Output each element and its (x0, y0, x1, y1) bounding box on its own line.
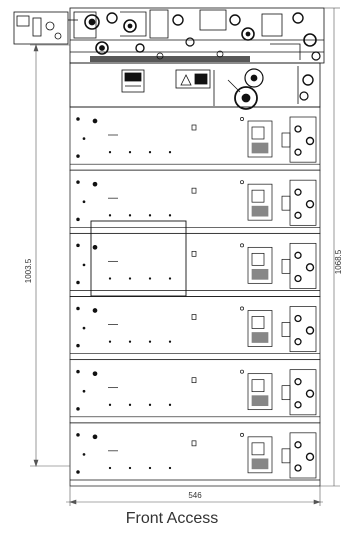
module-bay (69, 422, 321, 487)
dimension-height-left: 1003.5 (24, 258, 33, 283)
dimension-lines (30, 7, 340, 506)
caption: Front Access (125, 510, 219, 527)
module-bay (69, 296, 321, 361)
dimension-height-right: 1068.5 (334, 249, 343, 274)
module-bay (69, 359, 321, 424)
module-bay (69, 232, 321, 297)
module-stack (69, 106, 321, 487)
module-bay (69, 106, 321, 171)
module-bay (69, 169, 321, 234)
upper-section (69, 62, 321, 110)
top-mechanism (13, 7, 325, 64)
access-panel-outline (90, 220, 187, 297)
dimension-width: 546 (188, 491, 202, 500)
